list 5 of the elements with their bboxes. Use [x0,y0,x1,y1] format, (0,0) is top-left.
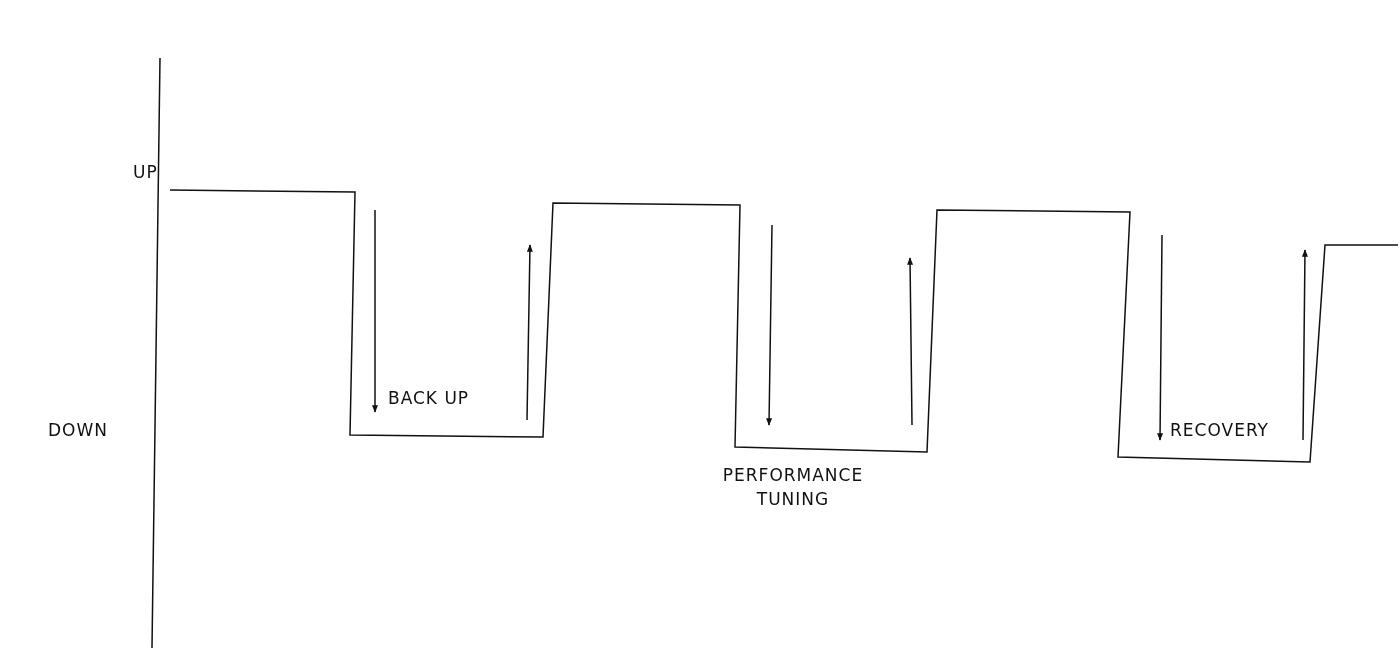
phase-label: PERFORMANCE TUNING [721,464,865,511]
phase-label: BACK UP [388,387,470,410]
phase-label: RECOVERY [1170,419,1269,442]
axis-label: DOWN [48,419,108,442]
axis-label: UP [133,161,158,184]
